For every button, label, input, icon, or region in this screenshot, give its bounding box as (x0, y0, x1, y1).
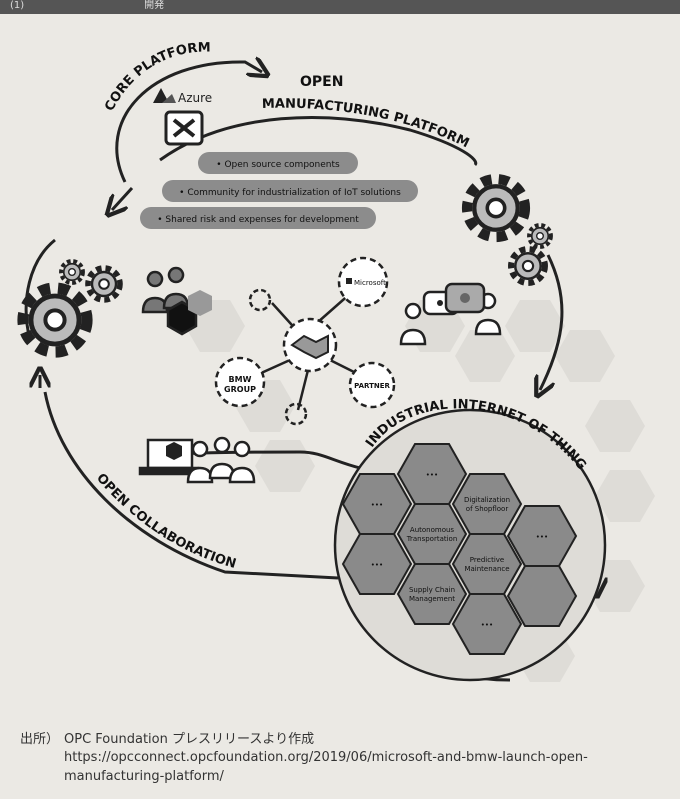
open-collaboration-label: OPEN COLLABORATION (93, 471, 238, 572)
hex-autonomous-line2: Transportation (406, 535, 458, 543)
partner-label: PARTNER (354, 382, 390, 390)
handshake-icon (290, 334, 329, 360)
hex-supply-line2: Management (409, 595, 455, 603)
hex-blank (506, 565, 578, 627)
azure-logo-icon (153, 88, 176, 103)
hex-autonomous-line1: Autonomous (410, 526, 455, 534)
banner-title: (1) 開発 (10, 0, 165, 11)
hex-predictive-line1: Predictive (470, 556, 505, 564)
hex-dots-4 (341, 533, 413, 595)
hex-supply (396, 563, 468, 625)
hex-digitalization-line1: Digitalization (464, 496, 510, 504)
source-footer: 出所） OPC Foundation プレスリリースより作成 https://o… (0, 716, 680, 799)
tools-icon (164, 110, 204, 146)
source-title: OPC Foundation プレスリリースより作成 (64, 732, 315, 747)
hex-dots-5-label: ••• (481, 621, 493, 629)
bmw-label-line1: BMW (229, 375, 252, 384)
pill-community: • Community for industrialization of IoT… (179, 188, 401, 198)
hex-dots-1-label: ••• (426, 471, 438, 479)
hex-supply-line1: Supply Chain (409, 586, 455, 594)
hex-predictive-line2: Maintenance (464, 565, 509, 573)
hex-dots-2-label: ••• (371, 501, 383, 509)
azure-label: Azure (178, 91, 212, 105)
source-url[interactable]: https://opcconnect.opcfoundation.org/201… (64, 750, 588, 784)
hex-dots-3-label: ••• (536, 533, 548, 541)
pill-open-source: • Open source components (216, 160, 340, 170)
people-group-icon (141, 266, 212, 336)
laptop-team-icon (138, 436, 256, 484)
open-manufacturing-platform-diagram: Azure CORE PLATFORM OPEN MANUFACTURING P… (0, 0, 655, 682)
pill-shared-risk: • Shared risk and expenses for developme… (157, 215, 359, 225)
feature-pills: • Open source components • Community for… (140, 152, 418, 229)
hex-dots-4-label: ••• (371, 561, 383, 569)
omp-title-line1: OPEN (300, 74, 343, 90)
omp-title-line2: MANUFACTURING PLATFORM (262, 97, 472, 152)
microsoft-logo-icon (346, 278, 352, 284)
iiot-honeycomb (341, 443, 578, 655)
microsoft-label: Microsoft (354, 279, 386, 287)
chat-people-icon (399, 282, 502, 346)
hex-dots-5 (451, 593, 523, 655)
honeycomb-labels: ••• Digitalization of Shopfloor ••• Auto… (371, 471, 548, 629)
top-banner: (1) 開発 (0, 0, 680, 14)
hex-digitalization-line2: of Shopfloor (466, 505, 509, 513)
bmw-label-line2: GROUP (224, 385, 256, 394)
source-label: 出所） (20, 732, 60, 747)
gear-icon (23, 179, 553, 352)
